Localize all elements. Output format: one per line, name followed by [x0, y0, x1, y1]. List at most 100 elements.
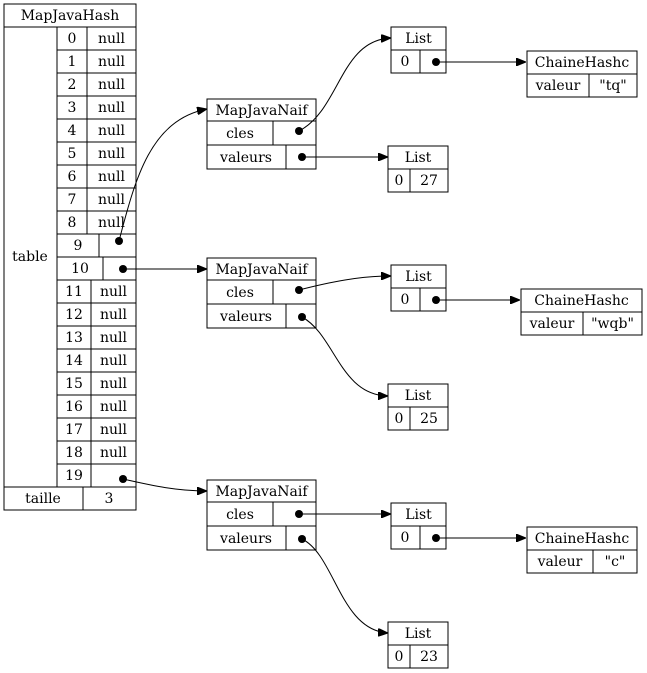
hash-row-19: 19: [56, 463, 137, 488]
pointer-dot-slot10: [119, 265, 127, 273]
mapjavanaif-title: MapJavaNaif: [215, 484, 309, 500]
pointer-dot-naif0-cles: [295, 127, 303, 135]
cles-field-label: cles: [226, 126, 254, 142]
cles-field-label: cles: [226, 285, 254, 301]
hash-row-value: null: [100, 399, 128, 415]
chainehashc-field-label: valeur: [535, 78, 581, 94]
hash-row-value: null: [100, 422, 128, 438]
chainehashc-field-value: "tq": [599, 78, 626, 94]
list-title: List: [405, 269, 432, 285]
list-title: List: [405, 388, 432, 404]
edge-slot9-to-naif0: [118, 109, 207, 242]
pointer-dot-list1: [432, 296, 440, 304]
cles-list-node: List 0: [390, 26, 447, 74]
chainehashc-field-value: "c": [605, 554, 626, 570]
chainehashc-title: ChaineHashc: [535, 531, 630, 547]
list-index: 0: [401, 54, 410, 70]
pointer-dot-naif1-cles: [295, 286, 303, 294]
chainehashc-node: ChaineHashc valeur "c": [526, 526, 638, 574]
hash-row-index: 1: [68, 54, 77, 70]
chainehashc-field-value: "wqb": [591, 316, 634, 332]
chainehashc-nodes: ChaineHashc valeur "tq" ChaineHashc valeur "w…: [520, 50, 643, 574]
edge-slot19-to-naif2: [122, 478, 207, 491]
hash-row-value: null: [100, 353, 128, 369]
chainehashc-title: ChaineHashc: [534, 293, 629, 309]
cles-field-label: cles: [226, 507, 254, 523]
chainehashc-node: ChaineHashc valeur "wqb": [520, 288, 643, 336]
hash-row-value: null: [98, 100, 126, 116]
pointer-dot-naif2-valeurs: [298, 535, 306, 543]
list-index: 0: [401, 292, 410, 308]
list-title: List: [405, 626, 432, 642]
pointer-dot-naif2-cles: [295, 510, 303, 518]
edge-naif1-valeurs: [301, 316, 388, 396]
hash-row-13: 13 null: [56, 325, 137, 350]
list-title: List: [405, 507, 432, 523]
hash-row-value: null: [98, 169, 126, 185]
chainehashc-title: ChaineHashc: [535, 55, 630, 71]
list-title: List: [405, 150, 432, 166]
hash-row-index: 17: [65, 422, 83, 438]
table-label: table: [12, 249, 48, 265]
hash-row-9: 9: [56, 233, 137, 258]
hash-row-value: null: [100, 307, 128, 323]
hash-row-8: 8 null: [56, 210, 137, 235]
list-value: 23: [420, 649, 438, 665]
edge-naif0-cles: [298, 38, 391, 132]
cles-list-node: List 0: [390, 264, 447, 312]
hash-row-index: 0: [68, 31, 77, 47]
hash-row-index: 13: [65, 330, 83, 346]
reference-edges: [115, 38, 526, 633]
hash-row-value: null: [100, 445, 128, 461]
list-index: 0: [401, 530, 410, 546]
hash-row-index: 4: [68, 123, 77, 139]
hash-row-value: null: [100, 330, 128, 346]
mapjavanaif-title: MapJavaNaif: [215, 262, 309, 278]
list-index: 0: [395, 649, 404, 665]
valeurs-field-label: valeurs: [219, 150, 272, 166]
hash-row-index: 5: [68, 146, 77, 162]
chainehashc-node: ChaineHashc valeur "tq": [526, 50, 638, 98]
edge-naif1-cles: [298, 276, 391, 291]
pointer-dot-list2: [432, 534, 440, 542]
mapjavanaif-nodes: MapJavaNaifclesvaleursMapJavaNaifclesval…: [206, 98, 317, 551]
pointer-dot-naif1-valeurs: [298, 313, 306, 321]
hash-row-index: 9: [74, 238, 83, 254]
list-value: 25: [420, 411, 438, 427]
hash-row-value: null: [98, 77, 126, 93]
list-title: List: [405, 31, 432, 47]
list-index: 0: [395, 173, 404, 189]
hash-row-index: 12: [65, 307, 83, 323]
valeurs-field-label: valeurs: [219, 309, 272, 325]
hash-row-value: null: [100, 376, 128, 392]
pointer-dot-naif0-valeurs: [298, 153, 306, 161]
taille-value: 3: [105, 491, 114, 507]
hash-row-10: 10: [56, 256, 137, 281]
chainehashc-field-label: valeur: [537, 554, 583, 570]
pointer-dot-list0: [432, 58, 440, 66]
hash-row-value: null: [100, 284, 128, 300]
pointer-dot-slot19: [119, 475, 127, 483]
chainehashc-field-label: valeur: [529, 316, 575, 332]
hash-row-value: null: [98, 192, 126, 208]
hash-row-index: 8: [68, 215, 77, 231]
hash-row-value: null: [98, 215, 126, 231]
edge-naif2-valeurs: [301, 538, 388, 633]
